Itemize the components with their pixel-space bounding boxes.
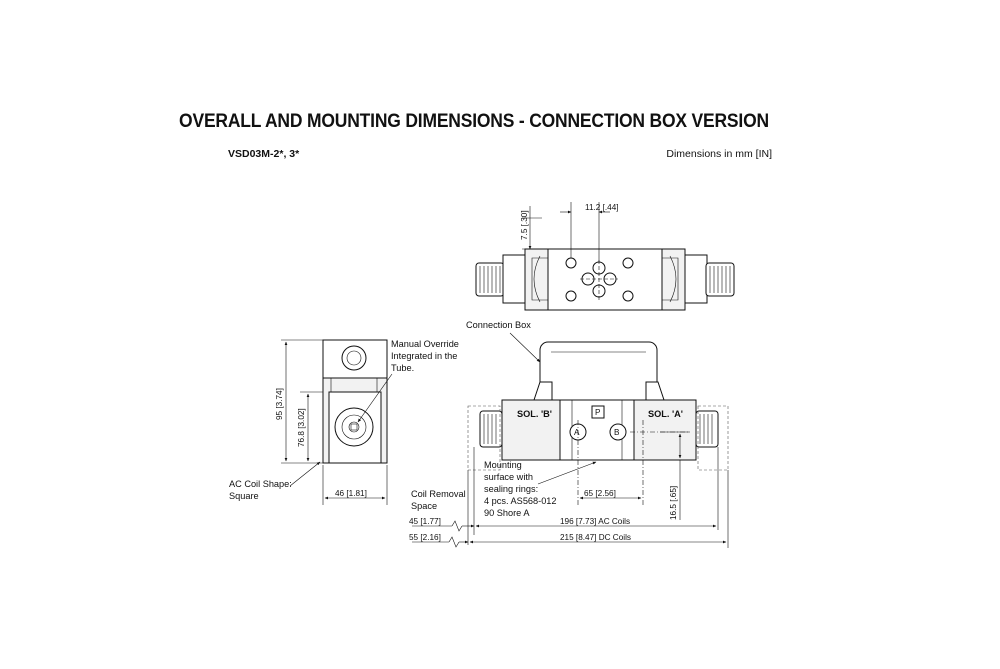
callout-ac-coil-shape-1: AC Coil Shape: bbox=[229, 479, 292, 489]
dim-axis-height: 76.8 [3.02] bbox=[297, 408, 306, 447]
callout-mounting-4: 4 pcs. AS568-012 bbox=[484, 496, 557, 506]
callout-connection-box: Connection Box bbox=[466, 320, 531, 330]
front-view: SOL. 'B' SOL. 'A' P A B Connection Box M… bbox=[409, 320, 729, 548]
top-right-connector bbox=[684, 254, 735, 304]
callout-mounting-1: Mounting bbox=[484, 460, 522, 470]
callout-coil-removal-1: Coil Removal bbox=[411, 489, 466, 499]
port-a: A bbox=[574, 428, 580, 437]
dim-ac-length: 196 [7.73] AC Coils bbox=[560, 517, 630, 526]
dim-top-height: 7.5 [.30] bbox=[520, 210, 529, 240]
callout-mounting-5: 90 Shore A bbox=[484, 508, 530, 518]
side-view: 95 [3.74] 76.8 [3.02] 46 [1.81] Manual O… bbox=[229, 339, 459, 505]
dim-body-width: 46 [1.81] bbox=[335, 489, 367, 498]
callout-ac-coil-shape-2: Square bbox=[229, 491, 259, 501]
callout-coil-removal-2: Space bbox=[411, 501, 437, 511]
top-view: 7.5 [.30] 11.2 [.44] bbox=[475, 202, 735, 311]
dim-overall-height: 95 [3.74] bbox=[275, 388, 284, 420]
dim-dc-length: 215 [8.47] DC Coils bbox=[560, 533, 631, 542]
port-b: B bbox=[614, 428, 620, 437]
dim-top-offset: 11.2 [.44] bbox=[585, 203, 619, 212]
dim-ac-removal: 45 [1.77] bbox=[409, 517, 441, 526]
page-title: OVERALL AND MOUNTING DIMENSIONS - CONNEC… bbox=[179, 111, 769, 132]
callout-manual-override-1: Manual Override bbox=[391, 339, 459, 349]
callout-mounting-3: sealing rings: bbox=[484, 484, 538, 494]
front-right-connector bbox=[695, 410, 719, 448]
label-sol-a: SOL. 'A' bbox=[648, 409, 683, 419]
dim-dc-removal: 55 [2.16] bbox=[409, 533, 441, 542]
callout-mounting-2: surface with bbox=[484, 472, 533, 482]
callout-manual-override-2: Integrated in the bbox=[391, 351, 457, 361]
units-note: Dimensions in mm [IN] bbox=[666, 148, 772, 160]
port-p: P bbox=[595, 408, 601, 417]
connection-box bbox=[539, 341, 658, 401]
dim-surface-height: 16.5 [.65] bbox=[669, 486, 678, 520]
dim-port-spacing: 65 [2.56] bbox=[584, 489, 616, 498]
model-code: VSD03M-2*, 3* bbox=[228, 148, 300, 160]
callout-manual-override-3: Tube. bbox=[391, 363, 414, 373]
label-sol-b: SOL. 'B' bbox=[517, 409, 552, 419]
top-left-connector bbox=[475, 254, 526, 304]
front-left-connector bbox=[479, 410, 503, 448]
